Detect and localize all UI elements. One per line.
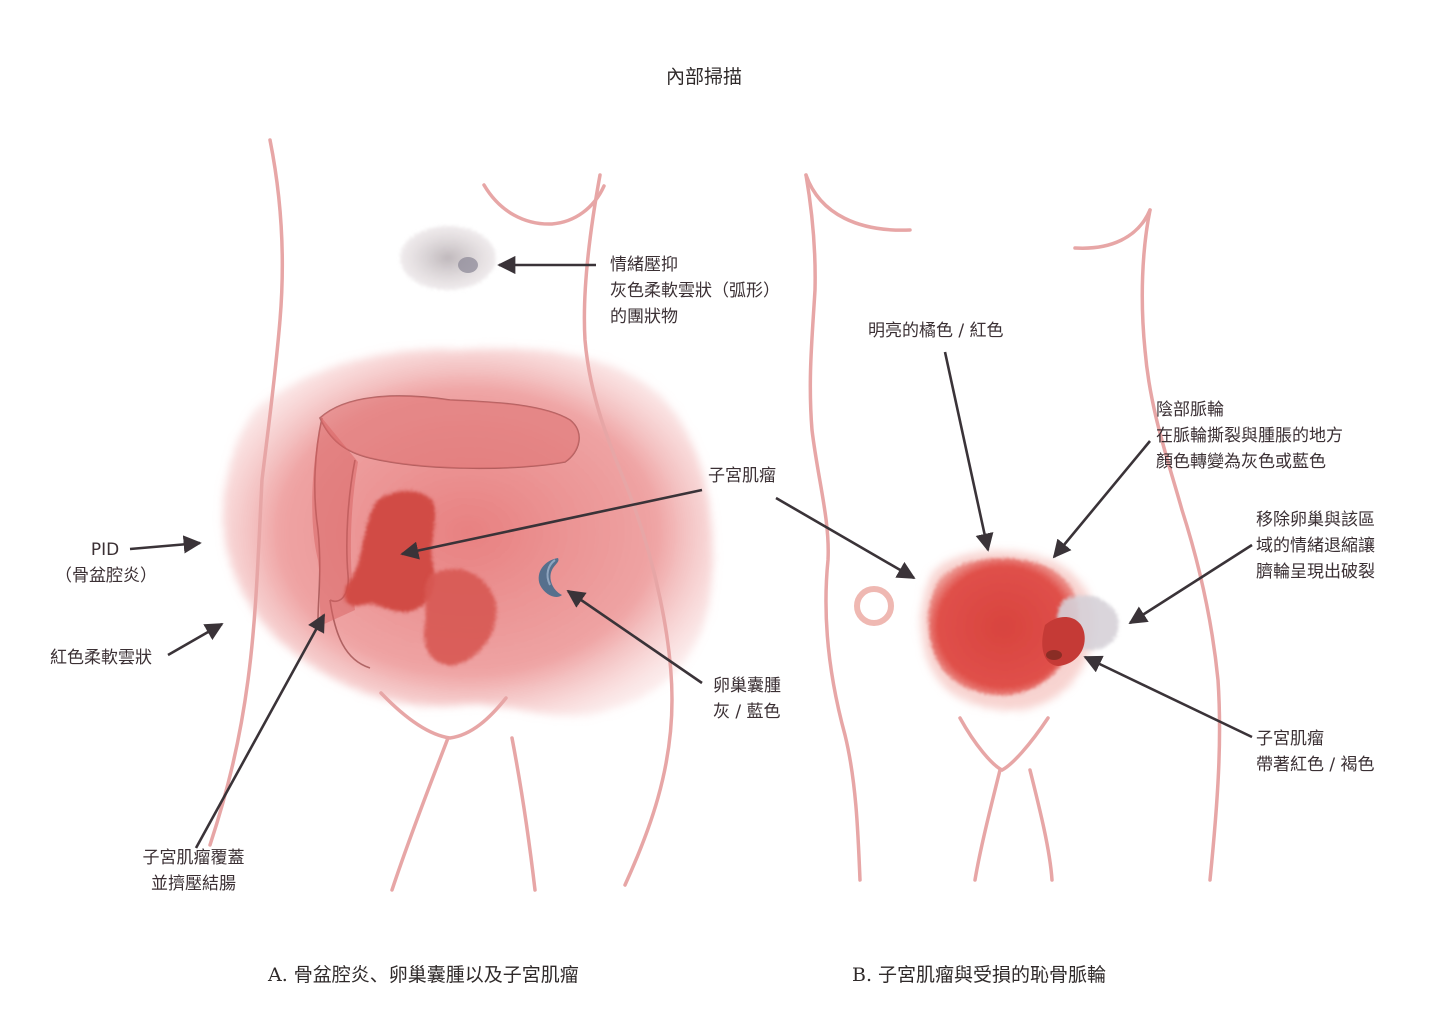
- label-fibroid-a: 子宮肌瘤: [708, 463, 776, 489]
- label-ovary-removed: 移除卵巢與該區 域的情緒退縮讓 臍輪呈現出破裂: [1256, 507, 1375, 585]
- body-a: [208, 138, 713, 892]
- body-b: [804, 173, 1222, 882]
- arrow-chakra: [1052, 440, 1152, 559]
- page-title: 內部掃描: [666, 66, 743, 88]
- label-red-cloud: 紅色柔軟雲狀: [50, 645, 152, 671]
- label-emotion-suppress: 情緒壓抑 灰色柔軟雲狀（弧形） 的團狀物: [610, 252, 780, 330]
- arrows: [129, 255, 1253, 849]
- label-line: 卵巢囊腫: [713, 676, 781, 696]
- label-line: 並擠壓結腸: [151, 874, 236, 894]
- label-bright-color: 明亮的橘色 / 紅色: [868, 318, 1004, 344]
- fibroid-b: [921, 550, 1095, 711]
- fibroid-red-brown: [1042, 616, 1085, 666]
- arrow-red-cloud: [167, 622, 224, 657]
- label-line: 移除卵巢與該區: [1256, 510, 1375, 530]
- arrow-ovary-removed: [1128, 543, 1253, 625]
- body-b-outline: [804, 173, 1222, 882]
- gray-cloud: [400, 226, 496, 290]
- arrow-fibroid-colon: [194, 613, 326, 849]
- body-a-outline: [208, 138, 674, 892]
- label-pubic-chakra: 陰部脈輪 在脈輪撕裂與腫脹的地方 顏色轉變為灰色或藍色: [1156, 397, 1343, 475]
- navel: [854, 586, 894, 626]
- colon-fill: [312, 395, 580, 625]
- label-line: 紅色柔軟雲狀: [50, 648, 152, 668]
- label-line: 域的情緒退縮讓: [1256, 536, 1375, 556]
- label-line: 情緒壓抑: [610, 255, 678, 275]
- label-line: 明亮的橘色 / 紅色: [868, 321, 1004, 341]
- label-line: （骨盆腔炎）: [55, 566, 157, 586]
- arrow-fibroid-b: [775, 496, 916, 580]
- label-pid: PID （骨盆腔炎）: [55, 537, 157, 589]
- label-line: 陰部脈輪: [1156, 400, 1224, 420]
- label-line: 顏色轉變為灰色或藍色: [1156, 452, 1326, 472]
- arrow-pid: [129, 535, 202, 554]
- label-line: PID: [90, 540, 120, 560]
- arrow-fibroid-a: [400, 488, 703, 560]
- label-line: 灰色柔軟雲狀（弧形）: [610, 281, 780, 301]
- fibroid-a: [344, 491, 497, 666]
- label-fibroid-red-brown: 子宮肌瘤 帶著紅色 / 褐色: [1256, 726, 1375, 778]
- label-line: 子宮肌瘤: [1256, 729, 1324, 749]
- label-fibroid-colon: 子宮肌瘤覆蓋 並擠壓結腸: [126, 845, 261, 897]
- label-line: 的團狀物: [610, 307, 678, 327]
- arrow-bright: [943, 351, 994, 552]
- label-line: 子宮肌瘤覆蓋: [142, 848, 245, 868]
- caption-b: B. 子宮肌瘤與受損的恥骨脈輪: [852, 964, 1107, 986]
- arrow-fibroid-red-brown: [1083, 655, 1253, 739]
- label-line: 臍輪呈現出破裂: [1256, 562, 1375, 582]
- ovarian-cyst: [538, 558, 562, 597]
- label-line: 灰 / 藍色: [713, 702, 781, 722]
- label-line: 子宮肌瘤: [708, 466, 776, 486]
- arrow-cyst: [566, 589, 703, 685]
- label-line: 帶著紅色 / 褐色: [1256, 755, 1375, 775]
- label-line: 在脈輪撕裂與腫脹的地方: [1156, 426, 1343, 446]
- caption-a: A. 骨盆腔炎、卵巢囊腫以及子宮肌瘤: [268, 964, 579, 986]
- label-ovarian-cyst: 卵巢囊腫 灰 / 藍色: [713, 673, 781, 725]
